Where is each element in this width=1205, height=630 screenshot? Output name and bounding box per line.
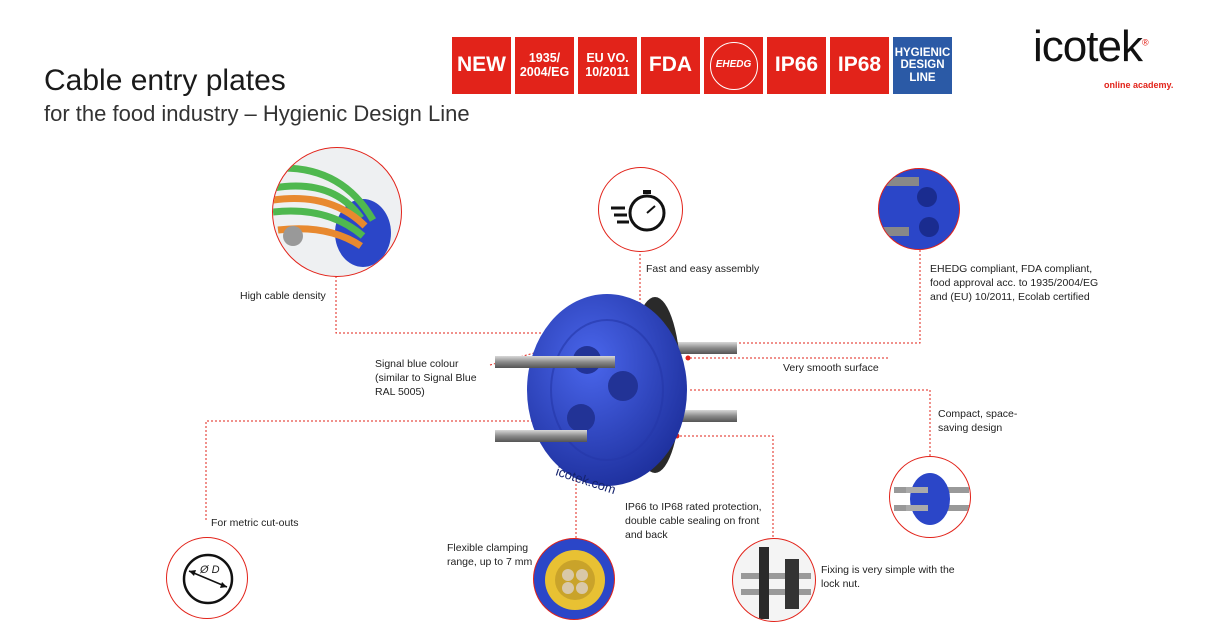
icotek-logo: icotek® [1033, 22, 1149, 72]
lock-nut-illustration [741, 547, 811, 619]
stopwatch-icon [611, 190, 666, 232]
compact-label: Compact, space-saving design [938, 408, 1018, 435]
registered-mark: ® [1141, 37, 1149, 48]
badge-ehedg: EHEDG [704, 37, 763, 94]
badge-new: NEW [452, 37, 511, 94]
compliance-label: EHEDG compliant, FDA compliant, food app… [930, 263, 1099, 304]
badge-ip66: IP66 [767, 37, 826, 94]
clamping-image [533, 538, 615, 620]
diameter-label: Ø D [200, 564, 220, 576]
logo-tagline: online academy. [1104, 80, 1174, 90]
fixing-image [732, 538, 816, 622]
high-density-image [272, 147, 402, 277]
badge-fda: FDA [641, 37, 700, 94]
cable-entry-plate-image: icotek.com [495, 294, 737, 497]
metric-cutouts-label: For metric cut-outs [211, 517, 299, 529]
compliance-image [878, 168, 960, 250]
fixing-label: Fixing is very simple with the lock nut. [821, 564, 955, 591]
plate-closeup-illustration [879, 177, 939, 237]
fast-assembly-label: Fast and easy assembly [646, 263, 760, 275]
certification-badges: NEW 1935/ 2004/EG EU VO. 10/2011 FDA EHE… [452, 37, 952, 94]
diameter-icon [182, 553, 234, 605]
logo-text: icotek [1033, 22, 1143, 71]
smooth-surface-label: Very smooth surface [783, 362, 879, 374]
metric-image: Ø D [166, 537, 248, 619]
page-title: Cable entry plates [44, 64, 286, 97]
assembly-image [598, 167, 683, 252]
badge-1935: 1935/ 2004/EG [515, 37, 574, 94]
badge-eu-vo: EU VO. 10/2011 [578, 37, 637, 94]
badge-ip68: IP68 [830, 37, 889, 94]
cable-cross-section-illustration [545, 550, 605, 610]
high-density-label: High cable density [240, 290, 326, 302]
page-subtitle: for the food industry – Hygienic Design … [44, 101, 470, 126]
cables-illustration [273, 164, 391, 267]
ehedg-seal: EHEDG [709, 41, 758, 90]
compact-image [889, 456, 971, 538]
clamping-label: Flexible clamping range, up to 7 mm [447, 542, 533, 569]
compact-plate-illustration [894, 473, 969, 525]
badge-hygienic-design-line: HYGIENIC DESIGN LINE [893, 37, 952, 94]
signal-blue-label: Signal blue colour (similar to Signal Bl… [375, 358, 477, 399]
protection-label: IP66 to IP68 rated protection, double ca… [625, 501, 762, 542]
